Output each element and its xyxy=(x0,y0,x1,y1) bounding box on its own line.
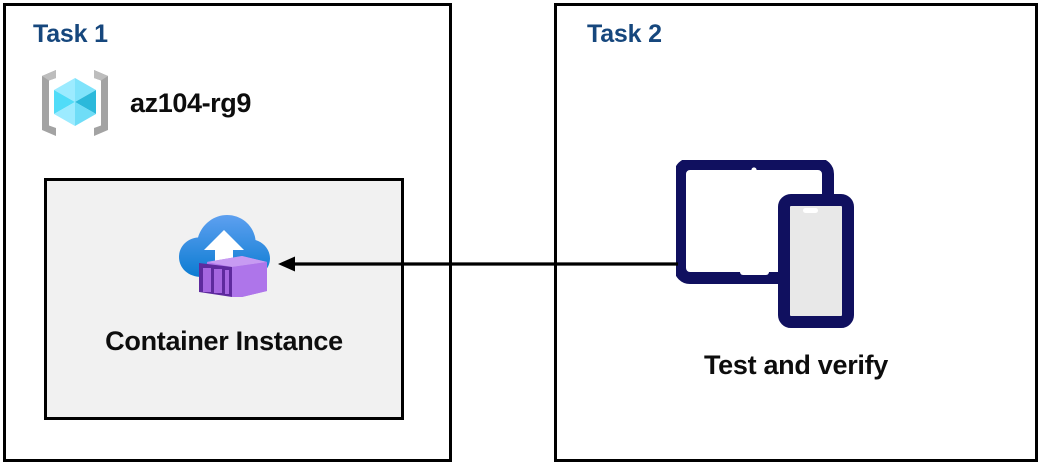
container-instance-card: Container Instance xyxy=(44,178,404,420)
resource-group-row: az104-rg9 xyxy=(36,64,251,142)
resource-group-label: az104-rg9 xyxy=(130,87,251,118)
flow-arrow xyxy=(278,256,678,272)
tablet-and-phone-icon xyxy=(676,160,876,335)
panel-title-task-2: Task 2 xyxy=(587,20,662,48)
azure-resource-group-icon xyxy=(36,64,114,142)
panel-title-task-1: Task 1 xyxy=(33,20,108,48)
panel-task-1: Task 1 xyxy=(3,3,452,462)
container-instance-label: Container Instance xyxy=(105,326,343,356)
azure-container-instance-icon xyxy=(176,181,272,301)
test-and-verify-label: Test and verify xyxy=(703,350,889,380)
